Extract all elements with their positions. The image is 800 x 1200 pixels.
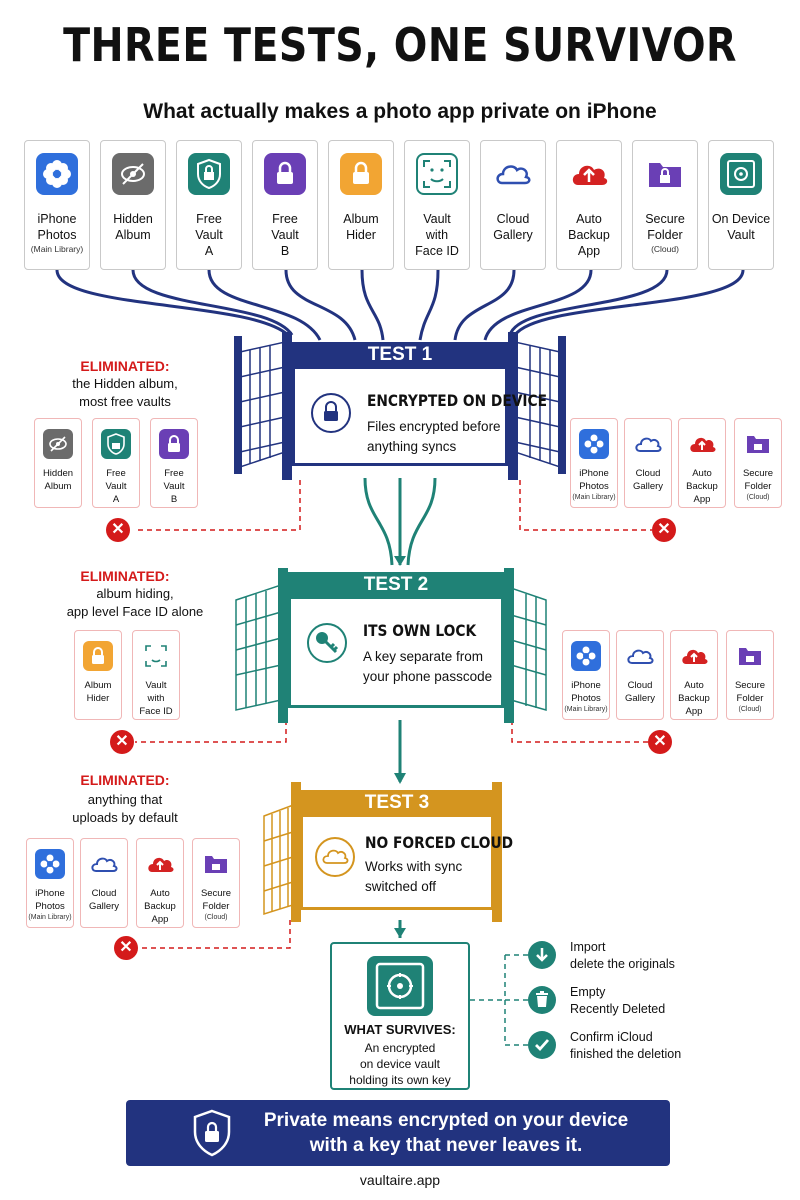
eliminated-heading: ELIMINATED:	[80, 358, 170, 374]
cloud-upload-icon	[568, 153, 610, 195]
eliminated-text: the Hidden album,most free vaults	[72, 376, 178, 409]
shield-lock-icon	[188, 153, 230, 195]
trash-icon	[528, 986, 556, 1014]
key-icon	[307, 623, 347, 663]
gate-test-3	[263, 782, 502, 922]
flower-icon	[571, 641, 601, 671]
folder-lock-icon	[743, 429, 773, 459]
flower-icon	[35, 849, 65, 879]
lock-icon	[83, 641, 113, 671]
shield-lock-icon	[190, 1108, 234, 1158]
test-3-label: TEST 3	[300, 790, 494, 816]
flower-icon	[579, 429, 609, 459]
test-1-panel: ENCRYPTED ON DEVICE Files encrypted befo…	[292, 366, 547, 466]
check-icon	[528, 1031, 556, 1059]
eliminated-x-icon: ✕	[652, 518, 676, 542]
face-id-icon	[141, 641, 171, 671]
gate-test-1	[234, 332, 566, 480]
eliminated-x-icon: ✕	[114, 936, 138, 960]
test-1-label: TEST 1	[292, 342, 508, 368]
test-3-heading: NO FORCED CLOUD	[365, 833, 514, 852]
test-2-label: TEST 2	[288, 572, 504, 598]
lock-icon	[311, 393, 351, 433]
footer-url: vaultaire.app	[359, 1172, 441, 1188]
eliminated-heading: ELIMINATED:	[80, 772, 170, 788]
cloud-icon	[633, 429, 663, 459]
cloud-upload-icon	[145, 849, 175, 879]
eliminated-x-icon: ✕	[648, 730, 672, 754]
test-1-heading: ENCRYPTED ON DEVICE	[367, 391, 547, 410]
gate-test-2	[235, 568, 547, 723]
page-subtitle: What actually makes a photo app private …	[143, 100, 657, 123]
eliminated-x-icon: ✕	[106, 518, 130, 542]
cloud-off-icon	[315, 837, 355, 877]
cloud-icon	[89, 849, 119, 879]
cloud-icon	[625, 641, 655, 671]
folder-lock-icon	[201, 849, 231, 879]
page-title: THREE TESTS, ONE SURVIVOR	[63, 18, 737, 72]
eliminated-heading: ELIMINATED:	[80, 568, 170, 584]
hidden-eye-icon	[112, 153, 154, 195]
lock-icon	[159, 429, 189, 459]
cloud-upload-icon	[687, 429, 717, 459]
download-icon	[528, 941, 556, 969]
survivor-heading: WHAT SURVIVES:	[344, 1022, 456, 1037]
safe-icon	[367, 956, 433, 1016]
eliminated-text: album hiding,app level Face ID alone	[66, 586, 204, 619]
cloud-upload-icon	[679, 641, 709, 671]
test-2-heading: ITS OWN LOCK	[363, 621, 477, 640]
folder-lock-icon	[644, 153, 686, 195]
face-id-icon	[416, 153, 458, 195]
eliminated-x-icon: ✕	[110, 730, 134, 754]
flower-icon	[36, 153, 78, 195]
folder-lock-icon	[735, 641, 765, 671]
lock-icon	[340, 153, 382, 195]
shield-lock-icon	[101, 429, 131, 459]
hidden-eye-icon	[43, 429, 73, 459]
safe-icon	[720, 153, 762, 195]
cloud-icon	[492, 153, 534, 195]
lock-icon	[264, 153, 306, 195]
